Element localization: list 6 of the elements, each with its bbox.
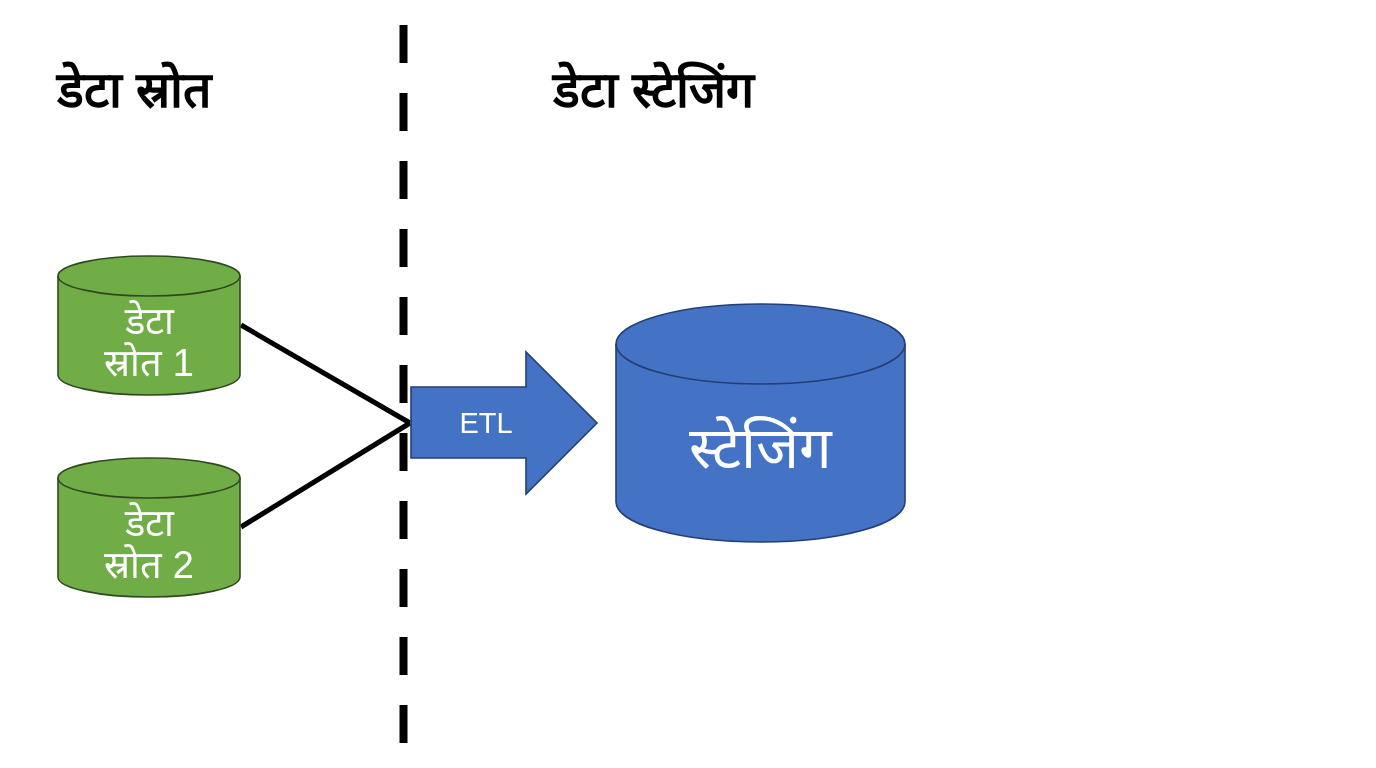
column-heading: डेटा स्रोत [57,60,212,120]
cylinder-label: डेटा स्रोत 2 [103,501,195,586]
column-heading: डेटा स्टेजिंग [553,60,754,120]
cylinder-label: डेटा स्रोत 1 [103,299,195,384]
arrow-label: ETL [459,406,513,439]
cylinder-label: स्टेजिंग [689,414,832,482]
